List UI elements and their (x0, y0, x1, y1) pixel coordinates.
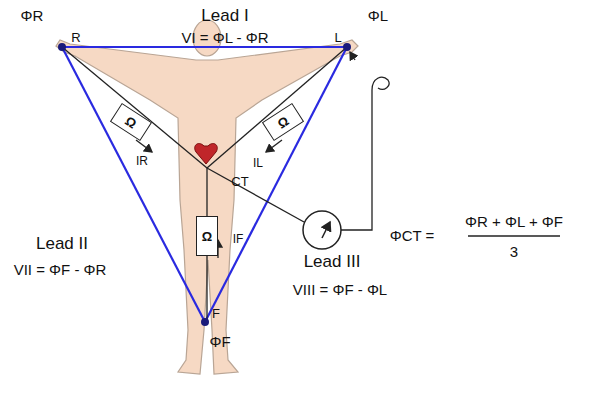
resistor-box: Ω (110, 103, 152, 141)
resistor-symbol: Ω (275, 113, 292, 131)
electrode-name: L (334, 31, 341, 45)
potential-label: ΦR (21, 8, 44, 25)
formula-numerator: ΦR + ΦL + ΦF (465, 214, 563, 231)
formula-lhs: ΦCT = (390, 228, 435, 245)
lead-name: Lead III (304, 253, 361, 272)
resistor-symbol: Ω (123, 113, 140, 131)
lead-formula: VI = ΦL - ΦR (181, 30, 268, 47)
lead-formula: VIII = ΦF - ΦL (293, 282, 387, 299)
electrode-name: F (212, 307, 220, 321)
current-label: IR (136, 155, 148, 168)
resistor-box: Ω (196, 216, 218, 256)
resistor-box: Ω (262, 103, 304, 141)
potential-label: ΦL (368, 8, 388, 25)
current-label: IL (253, 157, 263, 170)
lead-name: Lead II (36, 235, 88, 254)
voltmeter (303, 211, 341, 249)
formula-denominator: 3 (510, 244, 518, 261)
potential-label: ΦF (209, 334, 230, 351)
lead-name: Lead I (201, 7, 248, 26)
lead-formula: VII = ΦF - ΦR (14, 262, 107, 279)
current-label: IF (233, 233, 244, 246)
node-label: CT (231, 175, 248, 189)
electrode-name: R (71, 31, 80, 45)
resistor-symbol: Ω (202, 229, 212, 244)
